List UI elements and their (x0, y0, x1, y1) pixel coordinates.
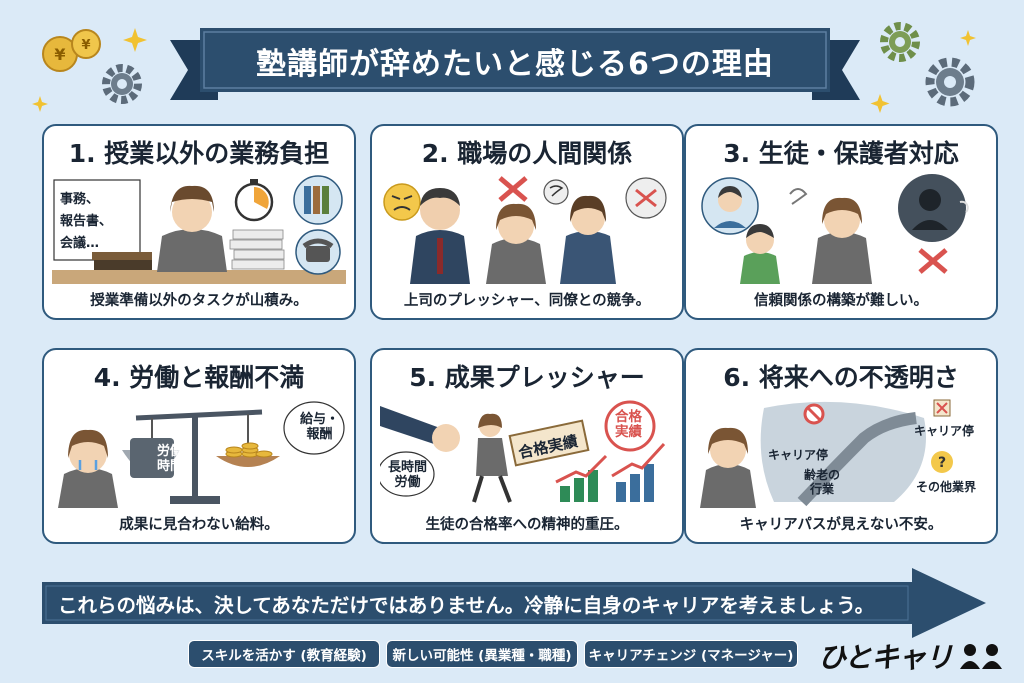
card-results-pressure: 5. 成果プレッシャー 合格実績 合格 実績 長時間 労働 生徒の合格率への精神 (370, 348, 684, 544)
gear-icon (925, 57, 975, 107)
side-label-top: キャリア停 (914, 424, 975, 438)
gear-icon (102, 64, 142, 104)
card-caption: 生徒の合格率への精神的重圧。 (425, 517, 629, 533)
card-title: 3. 生徒・保護者対応 (723, 139, 959, 168)
page-title: 塾講師が辞めたいと感じる6つの理由 (256, 47, 774, 82)
card-future: 6. 将来への不透明さ ? キャリア停 齢老の 行業 キャリア停 その他業界 キ… (684, 348, 998, 544)
tag-possibility: 新しい可能性 (異業種・職種) (386, 640, 578, 668)
tag-career-change: キャリアチェンジ (マネージャー) (584, 640, 798, 668)
students-parents-illustration (701, 174, 969, 284)
card-caption: 成果に見合わない給料。 (119, 517, 279, 533)
storm-cloud-icon (789, 188, 808, 205)
pay-illustration (58, 401, 345, 508)
brand-logo: ひとキャリ (818, 636, 1018, 676)
checklist-item: 報告書、 (60, 214, 113, 229)
telephone-icon (295, 229, 341, 275)
card-caption: キャリアパスが見えない不安。 (739, 517, 943, 533)
card-title: 4. 労働と報酬不満 (93, 363, 305, 392)
stamp-label: 合格 実績 (615, 409, 642, 440)
card-title: 5. 成果プレッシャー (409, 363, 645, 392)
sparkle-icon (32, 28, 976, 113)
message-arrow (42, 568, 986, 638)
brand-name: ひとキャリ (818, 641, 953, 674)
people-icon (960, 644, 1003, 669)
chart-up-icon (555, 442, 666, 502)
card-title: 1. 授業以外の業務負担 (68, 139, 330, 168)
svg-text:¥: ¥ (54, 45, 65, 64)
checklist-item: 会議… (60, 236, 100, 251)
cross-icon (918, 248, 948, 274)
title-ribbon (170, 28, 860, 100)
card-title: 6. 将来への不透明さ (723, 363, 959, 392)
road-label-top: キャリア停 (768, 448, 829, 462)
yen-coin-icon: ¥ ¥ (42, 29, 101, 72)
svg-text:?: ? (938, 455, 946, 471)
card-caption: 上司のプレッシャー、同僚との競争。 (403, 293, 651, 309)
card-caption: 信頼関係の構築が難しい。 (754, 293, 928, 309)
workload-illustration (52, 175, 346, 284)
tag-skill: スキルを活かす (教育経験) (188, 640, 380, 668)
binder-icon (293, 175, 343, 225)
card-caption: 授業準備以外のタスクが山積み。 (90, 293, 308, 309)
card-title: 2. 職場の人間関係 (421, 139, 633, 168)
svg-text:¥: ¥ (81, 38, 90, 53)
footer-message: これらの悩みは、決してあなただけではありません。冷静に自身のキャリアを考えましょ… (58, 593, 875, 617)
relationships-illustration (383, 176, 667, 284)
card-workload: 1. 授業以外の業務負担 (42, 124, 356, 320)
stopwatch-icon (234, 179, 274, 222)
side-label-bottom: その他業界 (916, 480, 977, 494)
scale-label: 労働 時間 (157, 444, 184, 474)
question-icon: ? (931, 451, 953, 473)
card-students-parents: 3. 生徒・保護者対応 信頼関係の構築が難しい。 (684, 124, 998, 320)
card-pay: 4. 労働と報酬不満 労働 時間 給与・ 報酬 成果に見合わない給料。 (42, 348, 356, 544)
results-pressure-illustration (380, 400, 666, 503)
road-label-bottom: 齢老の 行業 (804, 468, 841, 496)
pay-bubble-label: 給与・ 報酬 (300, 412, 340, 442)
card-relationships: 2. 職場の人間関係 上司のプレッシャー、同僚との競争。 (370, 124, 684, 320)
bubble-label: 長時間 労働 (388, 460, 428, 490)
future-illustration: ? (700, 399, 953, 508)
gear-icon (880, 22, 920, 62)
cross-icon (498, 176, 528, 202)
checklist-item: 事務、 (60, 192, 100, 207)
storm-cloud-icon (543, 177, 667, 219)
